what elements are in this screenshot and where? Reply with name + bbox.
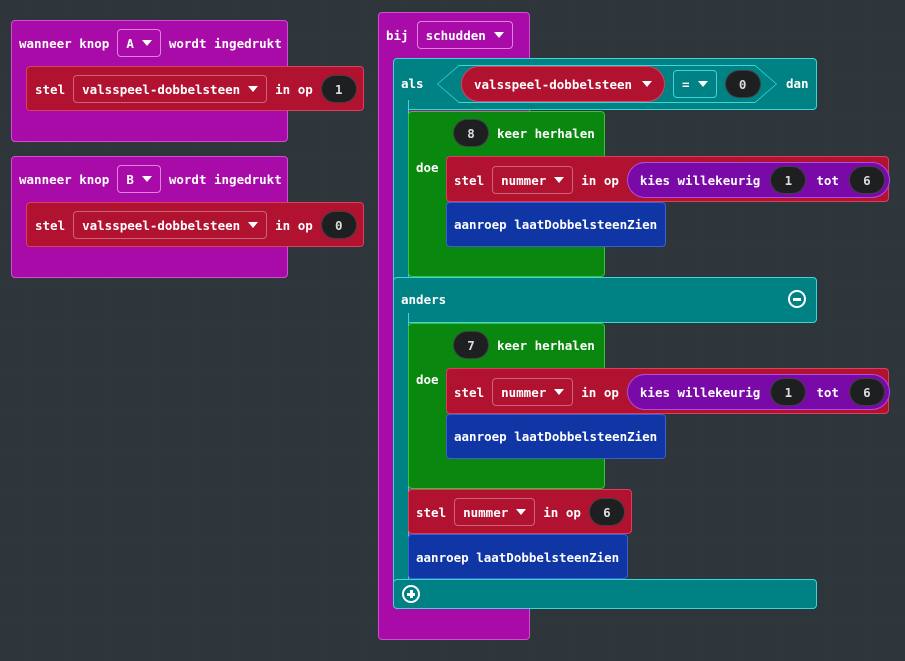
variable-name: valsspeel-dobbelsteen <box>82 81 241 97</box>
chevron-down-icon <box>248 86 259 92</box>
variable-name: nummer <box>501 384 547 400</box>
if-block-spine <box>393 313 409 593</box>
set-variable-block[interactable]: stel valsspeel-dobbelsteen in op 1 <box>26 66 364 111</box>
gesture-dropdown[interactable]: schudden <box>416 21 513 49</box>
button-dropdown[interactable]: B <box>117 165 161 193</box>
chevron-down-icon <box>554 389 565 395</box>
value-input[interactable]: 6 <box>588 498 625 526</box>
set-label: stel <box>416 504 447 520</box>
chevron-down-icon <box>642 81 653 87</box>
variable-name: nummer <box>463 504 509 520</box>
variable-dropdown[interactable]: nummer <box>454 498 536 526</box>
tot-label: tot <box>816 172 839 188</box>
chevron-down-icon <box>697 81 708 87</box>
random-label: kies willekeurig <box>639 172 761 188</box>
else-label: anders <box>401 292 447 307</box>
to-label: in op <box>275 81 313 97</box>
if-block-spine <box>393 100 409 290</box>
set-label: stel <box>454 384 485 400</box>
to-label: in op <box>275 217 313 233</box>
variable-reporter[interactable]: valsspeel-dobbelsteen <box>461 66 666 102</box>
random-to-input[interactable]: 6 <box>848 166 885 194</box>
variable-dropdown[interactable]: valsspeel-dobbelsteen <box>73 75 268 103</box>
chevron-down-icon <box>516 509 527 515</box>
then-label: dan <box>786 76 809 91</box>
call-label: aanroep laatDobbelsteenZien <box>454 429 658 444</box>
random-from-input[interactable]: 1 <box>770 378 807 406</box>
chevron-down-icon <box>493 32 504 38</box>
chevron-down-icon <box>248 222 259 228</box>
repeat-label: keer herhalen <box>497 337 595 353</box>
operator-value: = <box>682 76 690 92</box>
variable-name: valsspeel-dobbelsteen <box>82 217 241 233</box>
chevron-down-icon <box>141 40 152 46</box>
else-bar <box>393 277 817 323</box>
set-variable-block[interactable]: stel nummer in op 6 <box>408 489 632 534</box>
variable-name: nummer <box>501 172 547 188</box>
repeat-label: keer herhalen <box>497 125 595 141</box>
chevron-down-icon <box>554 177 565 183</box>
if-block-footer <box>393 579 817 609</box>
variable-dropdown[interactable]: nummer <box>492 378 574 406</box>
call-function-block[interactable]: aanroep laatDobbelsteenZien <box>408 534 628 579</box>
call-function-block[interactable]: aanroep laatDobbelsteenZien <box>446 202 666 247</box>
button-value: A <box>126 35 134 51</box>
set-label: stel <box>454 172 485 188</box>
value-input[interactable]: 1 <box>320 75 357 103</box>
if-label: als <box>401 76 424 91</box>
to-label: in op <box>581 172 619 188</box>
to-label: in op <box>543 504 581 520</box>
operator-dropdown[interactable]: = <box>673 70 717 98</box>
when-button-label: wanneer knop <box>19 35 110 51</box>
random-to-input[interactable]: 6 <box>848 378 885 406</box>
set-label: stel <box>35 217 66 233</box>
repeat-do-label: doe <box>416 160 439 175</box>
random-label: kies willekeurig <box>639 384 761 400</box>
repeat-do-label: doe <box>416 372 439 387</box>
button-dropdown[interactable]: A <box>117 29 161 57</box>
random-reporter[interactable]: kies willekeurig 1 tot 6 <box>626 374 890 410</box>
gesture-value: schudden <box>425 27 486 43</box>
to-label: in op <box>581 384 619 400</box>
variable-dropdown[interactable]: nummer <box>492 166 574 194</box>
button-value: B <box>126 171 134 187</box>
variable-name: valsspeel-dobbelsteen <box>474 76 633 92</box>
on-label: bij <box>386 27 409 43</box>
variable-dropdown[interactable]: valsspeel-dobbelsteen <box>73 211 268 239</box>
call-function-block[interactable]: aanroep laatDobbelsteenZien <box>446 414 666 459</box>
call-label: aanroep laatDobbelsteenZien <box>454 217 658 232</box>
repeat-count-input[interactable]: 7 <box>453 331 489 359</box>
pressed-label: wordt ingedrukt <box>168 171 282 187</box>
pressed-label: wordt ingedrukt <box>168 35 282 51</box>
when-button-label: wanneer knop <box>19 171 110 187</box>
remove-else-icon[interactable] <box>788 290 806 308</box>
compare-value-input[interactable]: 0 <box>724 70 761 98</box>
call-label: aanroep laatDobbelsteenZien <box>416 550 620 565</box>
set-label: stel <box>35 81 66 97</box>
value-input[interactable]: 0 <box>320 211 357 239</box>
set-variable-block[interactable]: stel valsspeel-dobbelsteen in op 0 <box>26 202 364 247</box>
chevron-down-icon <box>141 176 152 182</box>
random-reporter[interactable]: kies willekeurig 1 tot 6 <box>626 162 890 198</box>
repeat-count-input[interactable]: 8 <box>453 119 489 147</box>
add-else-if-icon[interactable] <box>402 585 420 603</box>
tot-label: tot <box>816 384 839 400</box>
random-from-input[interactable]: 1 <box>770 166 807 194</box>
